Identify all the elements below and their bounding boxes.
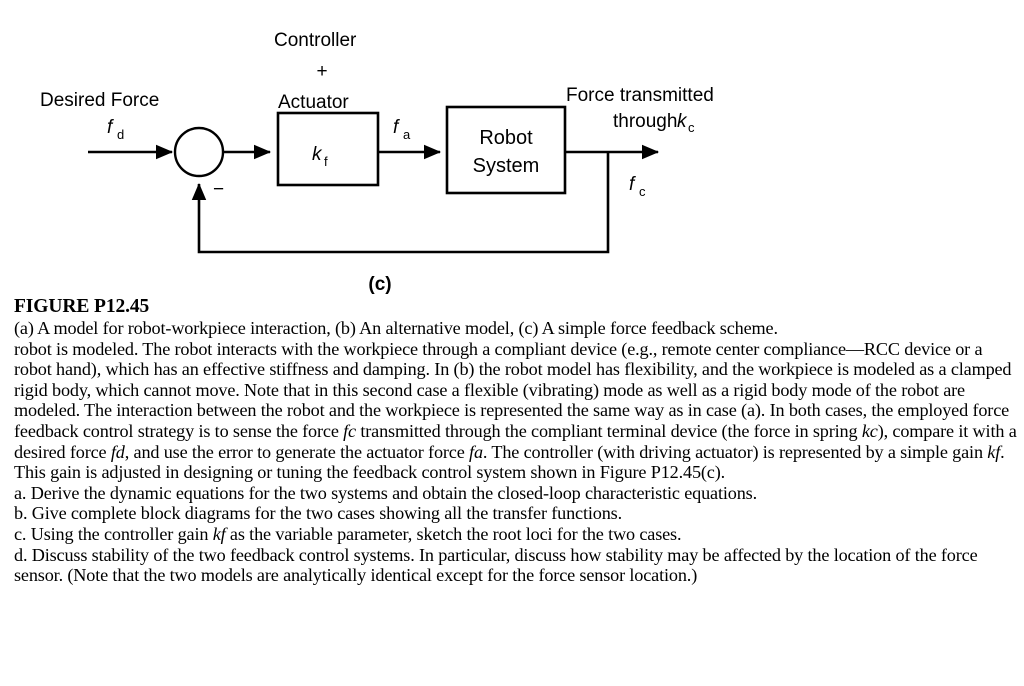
- minus-sign-label: −: [213, 179, 224, 200]
- label-kc-symbol: k: [677, 111, 688, 132]
- text-body: FIGURE P12.45 (a) A model for robot-work…: [14, 296, 1019, 586]
- fc-subscript: c: [639, 184, 646, 199]
- label-force-transmitted-line2: through k c: [613, 111, 695, 135]
- fd-subscript: d: [117, 127, 124, 142]
- plant-block-label-line1: Robot: [479, 127, 533, 149]
- problem-item-b: b. Give complete block diagrams for the …: [14, 503, 622, 524]
- label-through-text: through: [613, 111, 677, 132]
- problem-item-a: a. Derive the dynamic equations for the …: [14, 482, 757, 503]
- figure-caption-title: FIGURE P12.45: [14, 296, 150, 317]
- plant-block: [445, 105, 567, 195]
- block-diagram-svg: Desired Force Controller + Actuator Forc…: [40, 30, 714, 295]
- label-desired-force: Desired Force: [40, 90, 159, 111]
- fa-subscript: a: [403, 127, 411, 142]
- wire-feedback-path: [191, 152, 610, 254]
- summing-junction: [173, 126, 225, 178]
- figure-block-diagram: Desired Force Controller + Actuator Forc…: [0, 0, 1024, 296]
- gain-block-label: k f: [312, 144, 328, 169]
- label-actuator: Actuator: [278, 92, 349, 113]
- plant-block-label-line2: System: [473, 155, 540, 177]
- gain-subscript: f: [324, 154, 328, 169]
- problem-description-paragraph: robot is modeled. The robot interacts wi…: [14, 338, 1017, 483]
- signal-label-fc: f c: [629, 174, 646, 199]
- label-controller: Controller: [274, 30, 357, 51]
- label-force-transmitted-line1: Force transmitted: [566, 85, 714, 106]
- fc-symbol: f: [629, 174, 636, 195]
- panel-letter-label: (c): [368, 274, 391, 295]
- label-plus-sign: +: [316, 61, 327, 82]
- problem-item-c: c. Using the controller gain kf as the v…: [14, 523, 682, 544]
- fd-symbol: f: [107, 117, 114, 138]
- fa-symbol: f: [393, 117, 400, 138]
- problem-item-d: d. Discuss stability of the two feedback…: [14, 544, 978, 586]
- label-kc-subscript: c: [688, 120, 695, 135]
- gain-block: [276, 111, 380, 187]
- signal-label-fa: f a: [393, 117, 411, 142]
- gain-symbol: k: [312, 144, 323, 165]
- signal-label-fd: f d: [107, 117, 124, 142]
- figure-caption-text: (a) A model for robot-workpiece interact…: [14, 318, 778, 338]
